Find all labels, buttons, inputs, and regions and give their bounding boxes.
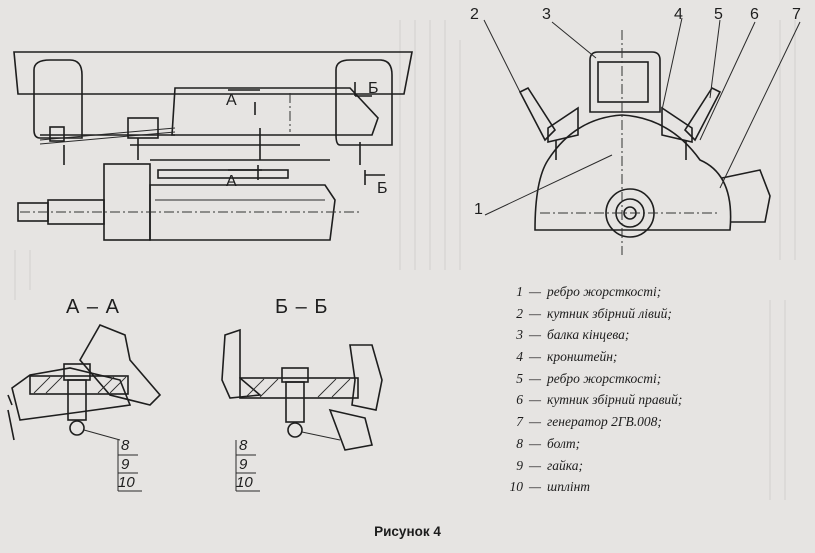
legend-number: 8 (516, 435, 523, 451)
legend-item: 9 — гайка; (505, 455, 745, 477)
legend-item: 2 — кутник збірний лівий; (505, 303, 745, 325)
legend-dash: — (528, 327, 541, 343)
detail-callout-10-left: 10 (118, 474, 135, 491)
callout-6: 6 (750, 6, 759, 23)
legend-item: 7 — генератор 2ГВ.008; (505, 411, 745, 433)
legend-dash: — (528, 349, 541, 365)
legend-text: кронштейн; (547, 349, 618, 365)
legend-text: гайка; (547, 457, 583, 473)
legend-text: балка кінцева; (547, 327, 630, 343)
callout-2: 2 (470, 6, 479, 23)
section-bb (221, 328, 383, 451)
detail-callout-8-right: 8 (239, 437, 248, 454)
side-view (13, 51, 413, 241)
section-aa (7, 323, 162, 441)
callout-5: 5 (714, 6, 723, 23)
callout-4: 4 (674, 6, 683, 23)
legend-text: болт; (547, 435, 581, 451)
callout-leaders (483, 17, 801, 216)
legend-item: 1 — ребро жорсткості; (505, 281, 745, 303)
legend-number: 4 (516, 349, 523, 365)
legend-dash: — (528, 435, 541, 451)
legend-dash: — (528, 457, 541, 473)
detail-callout-10-right: 10 (236, 474, 253, 491)
legend-text: ребро жорсткості; (547, 370, 662, 386)
legend-number: 10 (509, 479, 524, 495)
section-aa-title: А – А (66, 296, 120, 318)
callout-7: 7 (792, 6, 801, 23)
detail-callout-9-left: 9 (121, 456, 130, 473)
legend-number: 9 (516, 457, 523, 473)
section-marker-a-bottom: А (226, 173, 237, 190)
legend-text: кутник збірний лівий; (547, 305, 672, 321)
figure-caption: Рисунок 4 (374, 524, 441, 539)
legend-number: 2 (516, 305, 523, 321)
legend-item: 8 — болт; (505, 433, 745, 455)
legend-dash: — (528, 479, 541, 495)
legend-text: шплінт (547, 479, 591, 495)
detail-callout-8-left: 8 (121, 437, 130, 454)
legend-item: 3 — балка кінцева; (505, 324, 745, 346)
legend-item: 4 — кронштейн; (505, 346, 745, 368)
legend-text: ребро жорсткості; (547, 284, 662, 299)
legend-dash: — (528, 284, 541, 299)
legend-number: 7 (516, 414, 523, 430)
legend-text: генератор 2ГВ.008; (547, 414, 662, 430)
legend-dash: — (528, 305, 541, 321)
legend-item: 5 — ребро жорсткості; (505, 368, 745, 390)
legend-number: 5 (516, 370, 523, 386)
legend-dash: — (528, 414, 541, 430)
front-view (518, 30, 771, 255)
legend-number: 6 (516, 392, 523, 408)
legend-item: 6 — кутник збірний правий; (505, 389, 745, 411)
legend-text: кутник збірний правий; (547, 392, 683, 408)
section-marker-a-top: А (226, 92, 237, 109)
legend-number: 3 (516, 327, 523, 343)
section-marker-b-top: Б (368, 80, 379, 97)
legend-item: 10— шплінт (505, 476, 745, 498)
legend-dash: — (528, 370, 541, 386)
section-marker-b-bottom: Б (377, 180, 388, 197)
detail-callout-boxes (117, 440, 260, 492)
legend-dash: — (528, 392, 541, 408)
parts-legend: 1 — ребро жорсткості; 2 — кутник збірний лів… (505, 281, 745, 498)
section-bb-title: Б – Б (275, 296, 329, 318)
legend-number: 1 (516, 284, 523, 299)
callout-3: 3 (542, 6, 551, 23)
detail-callout-9-right: 9 (239, 456, 248, 473)
callout-1: 1 (474, 201, 483, 218)
paper-texture (14, 20, 796, 500)
